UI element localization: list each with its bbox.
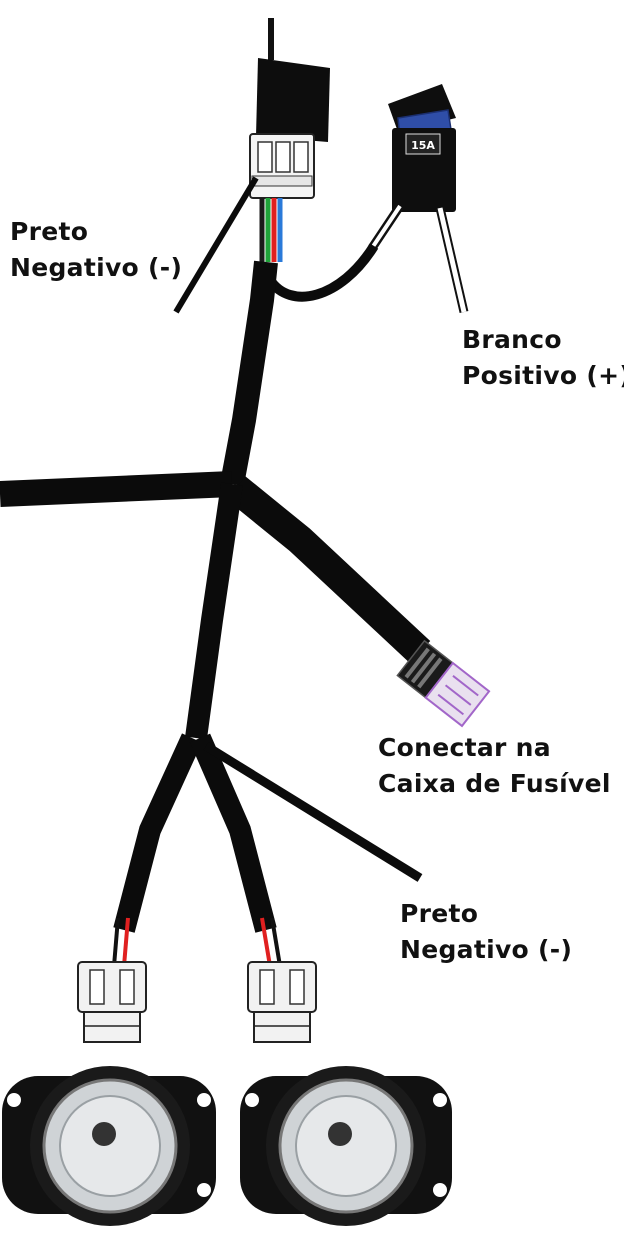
label-line: Preto	[10, 217, 89, 246]
label-lamp-ground: Preto Negativo (-)	[400, 896, 572, 968]
harness	[0, 176, 431, 933]
lamp-right-hole	[245, 1093, 259, 1107]
lamp-left-hole	[7, 1093, 21, 1107]
fuse-rating-label: 15A	[411, 139, 435, 152]
fusebox-plug-rib	[404, 647, 430, 679]
label-positive-wire: Branco Positivo (+)	[462, 322, 624, 394]
wire-white-stub	[370, 204, 402, 250]
harness-trunk-lower	[185, 482, 243, 740]
wire-fuse-to-trunk	[265, 243, 379, 302]
harness-split-left	[113, 733, 203, 933]
lamp-right-wire-red	[260, 917, 272, 967]
plug-lower	[253, 1011, 311, 1043]
lamp-left-hole	[197, 1183, 211, 1197]
label-line: Branco	[462, 325, 562, 354]
lamp-right-bulb	[328, 1122, 352, 1146]
label-relay-ground: Preto Negativo (-)	[10, 214, 182, 286]
fuse-rating-box	[405, 133, 441, 155]
lamp-right-reflector	[295, 1095, 397, 1197]
relay-pin-slot	[257, 141, 273, 173]
harness-trunk-upper	[220, 260, 278, 487]
relay-pin-slot	[275, 141, 291, 173]
plug-lower	[83, 1011, 141, 1043]
plug-slot	[89, 969, 105, 1005]
lamp-right-hole	[433, 1093, 447, 1107]
relay-pin-slot	[293, 141, 309, 173]
label-line: Negativo (-)	[10, 253, 183, 282]
harness-branch-fusebox	[226, 476, 431, 663]
fusebox-plug	[396, 639, 491, 728]
relay-housing-band	[251, 175, 313, 187]
fusebox-plug-terminal	[437, 693, 465, 716]
fusebox-plug-terminal	[444, 684, 472, 706]
harness-split-right	[189, 733, 277, 933]
fuse-holder: 15A	[368, 84, 469, 314]
label-line: Negativo (-)	[400, 935, 573, 964]
plug-housing	[247, 961, 317, 1013]
plug-housing	[77, 961, 147, 1013]
relay-mount-tab	[268, 18, 274, 60]
harness-branch-left	[0, 471, 233, 507]
relay-body	[256, 58, 330, 142]
lamp-left-assembly	[2, 917, 216, 1226]
label-line: Caixa de Fusível	[378, 769, 611, 798]
lamp-left-wire-red	[122, 917, 130, 967]
ground-wire-top	[173, 176, 259, 314]
ground-wire-bottom	[203, 742, 423, 882]
fog-lamp-right	[240, 1066, 452, 1226]
lamp-right-hole	[433, 1183, 447, 1197]
lamp-left-plug	[77, 961, 147, 1043]
plug-slot	[289, 969, 305, 1005]
label-line: Preto	[400, 899, 479, 928]
fusebox-plug-rib	[410, 652, 437, 684]
label-line: Conectar na	[378, 733, 551, 762]
lamp-left-bulb	[92, 1122, 116, 1146]
relay	[249, 18, 330, 262]
lamp-left-reflector	[59, 1095, 161, 1197]
fusebox-plug-terminal	[452, 674, 479, 697]
lamp-left-wire-black	[112, 917, 120, 967]
label-line: Positivo (+)	[462, 361, 624, 390]
fog-lamp-left	[2, 1066, 216, 1226]
lamp-right-plug	[247, 961, 317, 1043]
plug-slot	[119, 969, 135, 1005]
plug-slot	[259, 969, 275, 1005]
label-fuse-box: Conectar na Caixa de Fusível	[378, 730, 611, 802]
fusebox-plug-rib	[417, 657, 443, 689]
lamp-right-assembly	[240, 917, 452, 1226]
lamp-left-hole	[197, 1093, 211, 1107]
lamp-right-wire-black	[270, 917, 282, 967]
wire-white	[437, 207, 467, 313]
